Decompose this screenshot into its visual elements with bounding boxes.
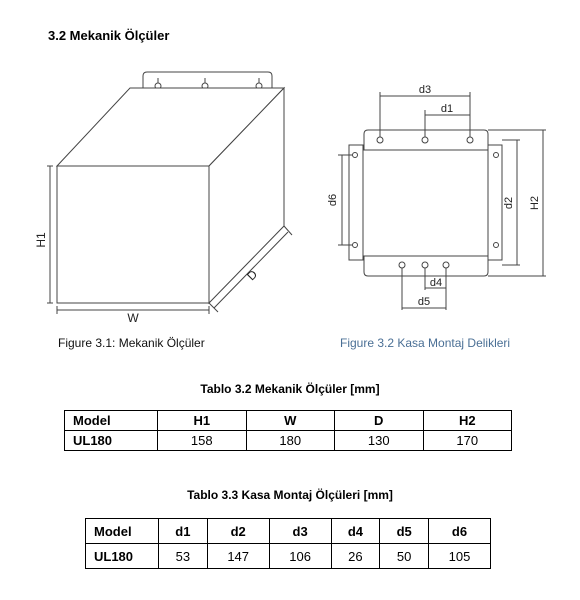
table-header-row: Model H1 W D H2 bbox=[64, 410, 512, 431]
table-header-cell: d4 bbox=[330, 518, 381, 544]
table-header-cell: d2 bbox=[206, 518, 270, 544]
table-header-cell: d6 bbox=[428, 518, 491, 544]
mounting-dimensions-table: Model d1 d2 d3 d4 d5 d6 UL180 53 147 106… bbox=[85, 518, 491, 569]
table-cell: 53 bbox=[158, 543, 208, 569]
table-header-row: Model d1 d2 d3 d4 d5 d6 bbox=[85, 518, 491, 544]
table-cell: 158 bbox=[157, 430, 247, 451]
table-header-cell: d1 bbox=[158, 518, 208, 544]
label-d2: d2 bbox=[503, 197, 515, 209]
table-cell: 106 bbox=[268, 543, 332, 569]
table-cell: 170 bbox=[422, 430, 512, 451]
label-w: W bbox=[127, 311, 139, 325]
table2-caption: Tablo 3.3 Kasa Montaj Ölçüleri [mm] bbox=[187, 488, 393, 502]
figure1-caption: Figure 3.1: Mekanik Ölçüler bbox=[58, 336, 205, 350]
table-header-cell: H2 bbox=[422, 410, 512, 431]
figure2-caption: Figure 3.2 Kasa Montaj Delikleri bbox=[340, 336, 511, 350]
table-header-cell: d5 bbox=[379, 518, 430, 544]
table1-caption: Tablo 3.2 Mekanik Ölçüler [mm] bbox=[200, 382, 380, 396]
label-d: D bbox=[244, 267, 260, 283]
table-cell: 26 bbox=[330, 543, 381, 569]
label-d6: d6 bbox=[327, 194, 339, 206]
section-title: 3.2 Mekanik Ölçüler bbox=[48, 28, 170, 43]
label-d3: d3 bbox=[419, 84, 431, 96]
table-header-cell: d3 bbox=[268, 518, 332, 544]
label-d4: d4 bbox=[430, 277, 442, 289]
table-header-cell: D bbox=[334, 410, 424, 431]
label-h2: H2 bbox=[529, 196, 541, 210]
label-h1: H1 bbox=[34, 232, 48, 248]
label-d5: d5 bbox=[418, 296, 430, 308]
table-cell: 130 bbox=[334, 430, 424, 451]
table-cell: 180 bbox=[245, 430, 335, 451]
table-cell: UL180 bbox=[85, 543, 159, 569]
table-cell: UL180 bbox=[64, 430, 158, 451]
table-header-cell: H1 bbox=[157, 410, 247, 431]
table-cell: 147 bbox=[206, 543, 270, 569]
table-header-cell: W bbox=[245, 410, 335, 431]
table-header-cell: Model bbox=[64, 410, 158, 431]
table-cell: 105 bbox=[428, 543, 491, 569]
table-row: UL180 158 180 130 170 bbox=[64, 430, 512, 451]
table-cell: 50 bbox=[379, 543, 430, 569]
table-row: UL180 53 147 106 26 50 105 bbox=[85, 543, 491, 569]
table-header-cell: Model bbox=[85, 518, 159, 544]
mechanical-dimensions-table: Model H1 W D H2 UL180 158 180 130 170 bbox=[64, 410, 512, 451]
label-d1: d1 bbox=[441, 103, 453, 115]
